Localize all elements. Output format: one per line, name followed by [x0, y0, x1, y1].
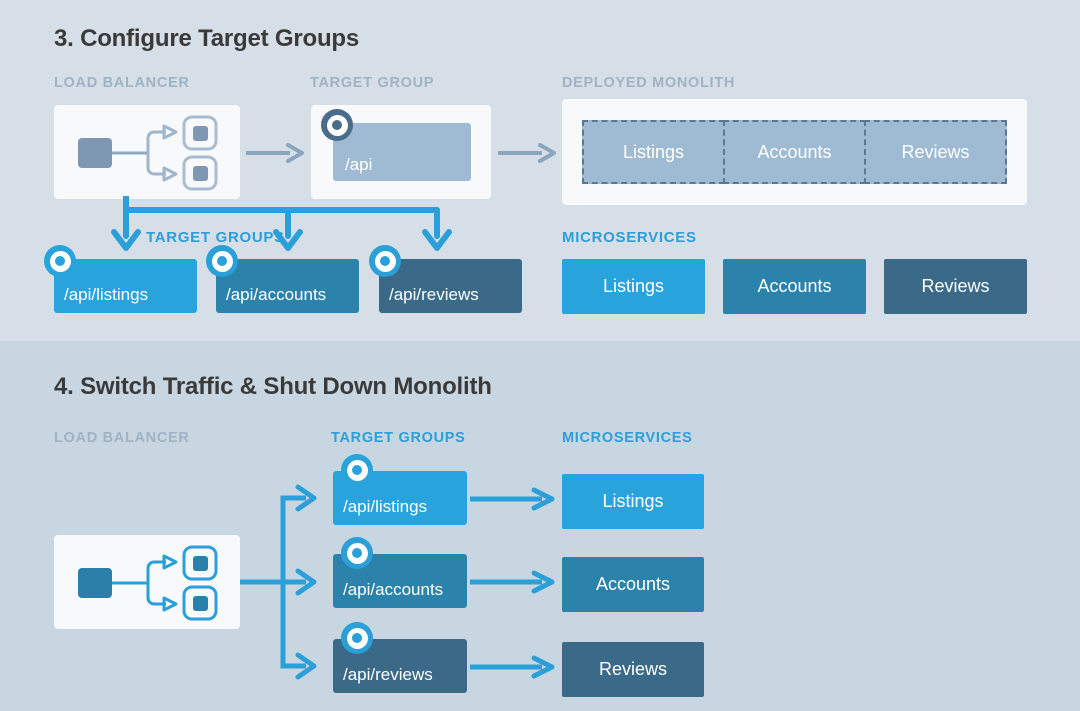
microservice-label: Reviews [921, 276, 990, 296]
load-balancer-icon [78, 115, 218, 191]
target-group-chip-label: /api/listings [64, 285, 149, 304]
label-load-balancer-s3: LOAD BALANCER [54, 75, 190, 91]
section-4-title: 4. Switch Traffic & Shut Down Monolith [54, 373, 492, 400]
target-group-chip-label: /api/reviews [343, 665, 433, 684]
target-group-chip-accounts-s4[interactable]: /api/accounts [333, 537, 467, 608]
bullseye-target-icon [341, 537, 373, 569]
target-group-chip-listings-s4[interactable]: /api/listings [333, 454, 467, 525]
branch-connector-target-groups [111, 196, 452, 251]
microservice-box-listings-s3[interactable]: Listings [562, 259, 705, 314]
target-group-chip-accounts-s3[interactable]: /api/accounts [206, 245, 359, 313]
microservice-box-listings-s4[interactable]: Listings [562, 474, 704, 529]
section-switch-traffic: 4. Switch Traffic & Shut Down Monolith L… [0, 341, 1080, 711]
microservice-box-reviews-s3[interactable]: Reviews [884, 259, 1027, 314]
bullseye-target-icon [44, 245, 76, 277]
branch-connector-lb-to-target-groups-s4 [240, 484, 317, 680]
monolith-segment-label: Reviews [901, 141, 970, 162]
section-3-title: 3. Configure Target Groups [54, 25, 360, 52]
label-target-groups-s3: TARGET GROUPS [146, 229, 285, 246]
arrow-lb-to-target-group-icon [246, 143, 304, 163]
monolith-segment-listings: Listings [582, 120, 725, 184]
microservice-label: Accounts [595, 574, 671, 594]
microservice-box-accounts-s3[interactable]: Accounts [723, 259, 866, 314]
bullseye-target-icon [369, 245, 401, 277]
microservice-box-accounts-s4[interactable]: Accounts [562, 557, 704, 612]
label-target-groups-s4: TARGET GROUPS [331, 430, 466, 446]
target-group-api-box[interactable]: /api [321, 109, 471, 181]
monolith-segment-label: Listings [622, 141, 685, 162]
arrow-target-group-to-monolith-icon [498, 143, 556, 163]
arrow-accounts-to-microservice-icon [470, 570, 555, 594]
target-group-panel-s3: /api [311, 105, 491, 199]
target-group-chip-label: /api/accounts [343, 580, 444, 599]
target-group-chip-reviews-s3[interactable]: /api/reviews [369, 245, 522, 313]
label-target-group-s3: TARGET GROUP [310, 75, 435, 91]
label-microservices-s4: MICROSERVICES [562, 430, 693, 446]
microservice-label: Listings [602, 276, 665, 296]
target-group-chip-label: /api/accounts [226, 285, 327, 304]
bullseye-target-icon [321, 109, 353, 141]
arrow-reviews-to-microservice-icon [470, 655, 555, 679]
load-balancer-icon [78, 545, 218, 621]
label-microservices-s3: MICROSERVICES [562, 229, 697, 246]
target-group-api-label: /api [345, 155, 373, 174]
bullseye-target-icon [341, 454, 373, 486]
monolith-segment-reviews: Reviews [864, 120, 1007, 184]
target-group-chip-reviews-s4[interactable]: /api/reviews [333, 622, 467, 693]
load-balancer-panel-s3 [54, 105, 240, 199]
label-load-balancer-s4: LOAD BALANCER [54, 430, 190, 446]
microservice-label: Listings [602, 491, 664, 511]
target-group-chip-listings-s3[interactable]: /api/listings [44, 245, 197, 313]
bullseye-target-icon [341, 622, 373, 654]
arrow-listings-to-microservice-icon [470, 487, 555, 511]
monolith-segment-label: Accounts [757, 141, 832, 162]
target-group-chip-label: /api/reviews [389, 285, 479, 304]
label-deployed-monolith: DEPLOYED MONOLITH [562, 75, 736, 91]
microservice-box-reviews-s4[interactable]: Reviews [562, 642, 704, 697]
target-group-chip-label: /api/listings [343, 497, 428, 516]
monolith-segment-accounts: Accounts [723, 120, 866, 184]
section-configure-target-groups: 3. Configure Target Groups LOAD BALANCER… [0, 0, 1080, 341]
microservice-label: Reviews [598, 659, 668, 679]
deployed-monolith-panel: Listings Accounts Reviews [562, 99, 1027, 205]
load-balancer-panel-s4 [54, 535, 240, 629]
microservice-label: Accounts [757, 276, 832, 296]
bullseye-target-icon [206, 245, 238, 277]
